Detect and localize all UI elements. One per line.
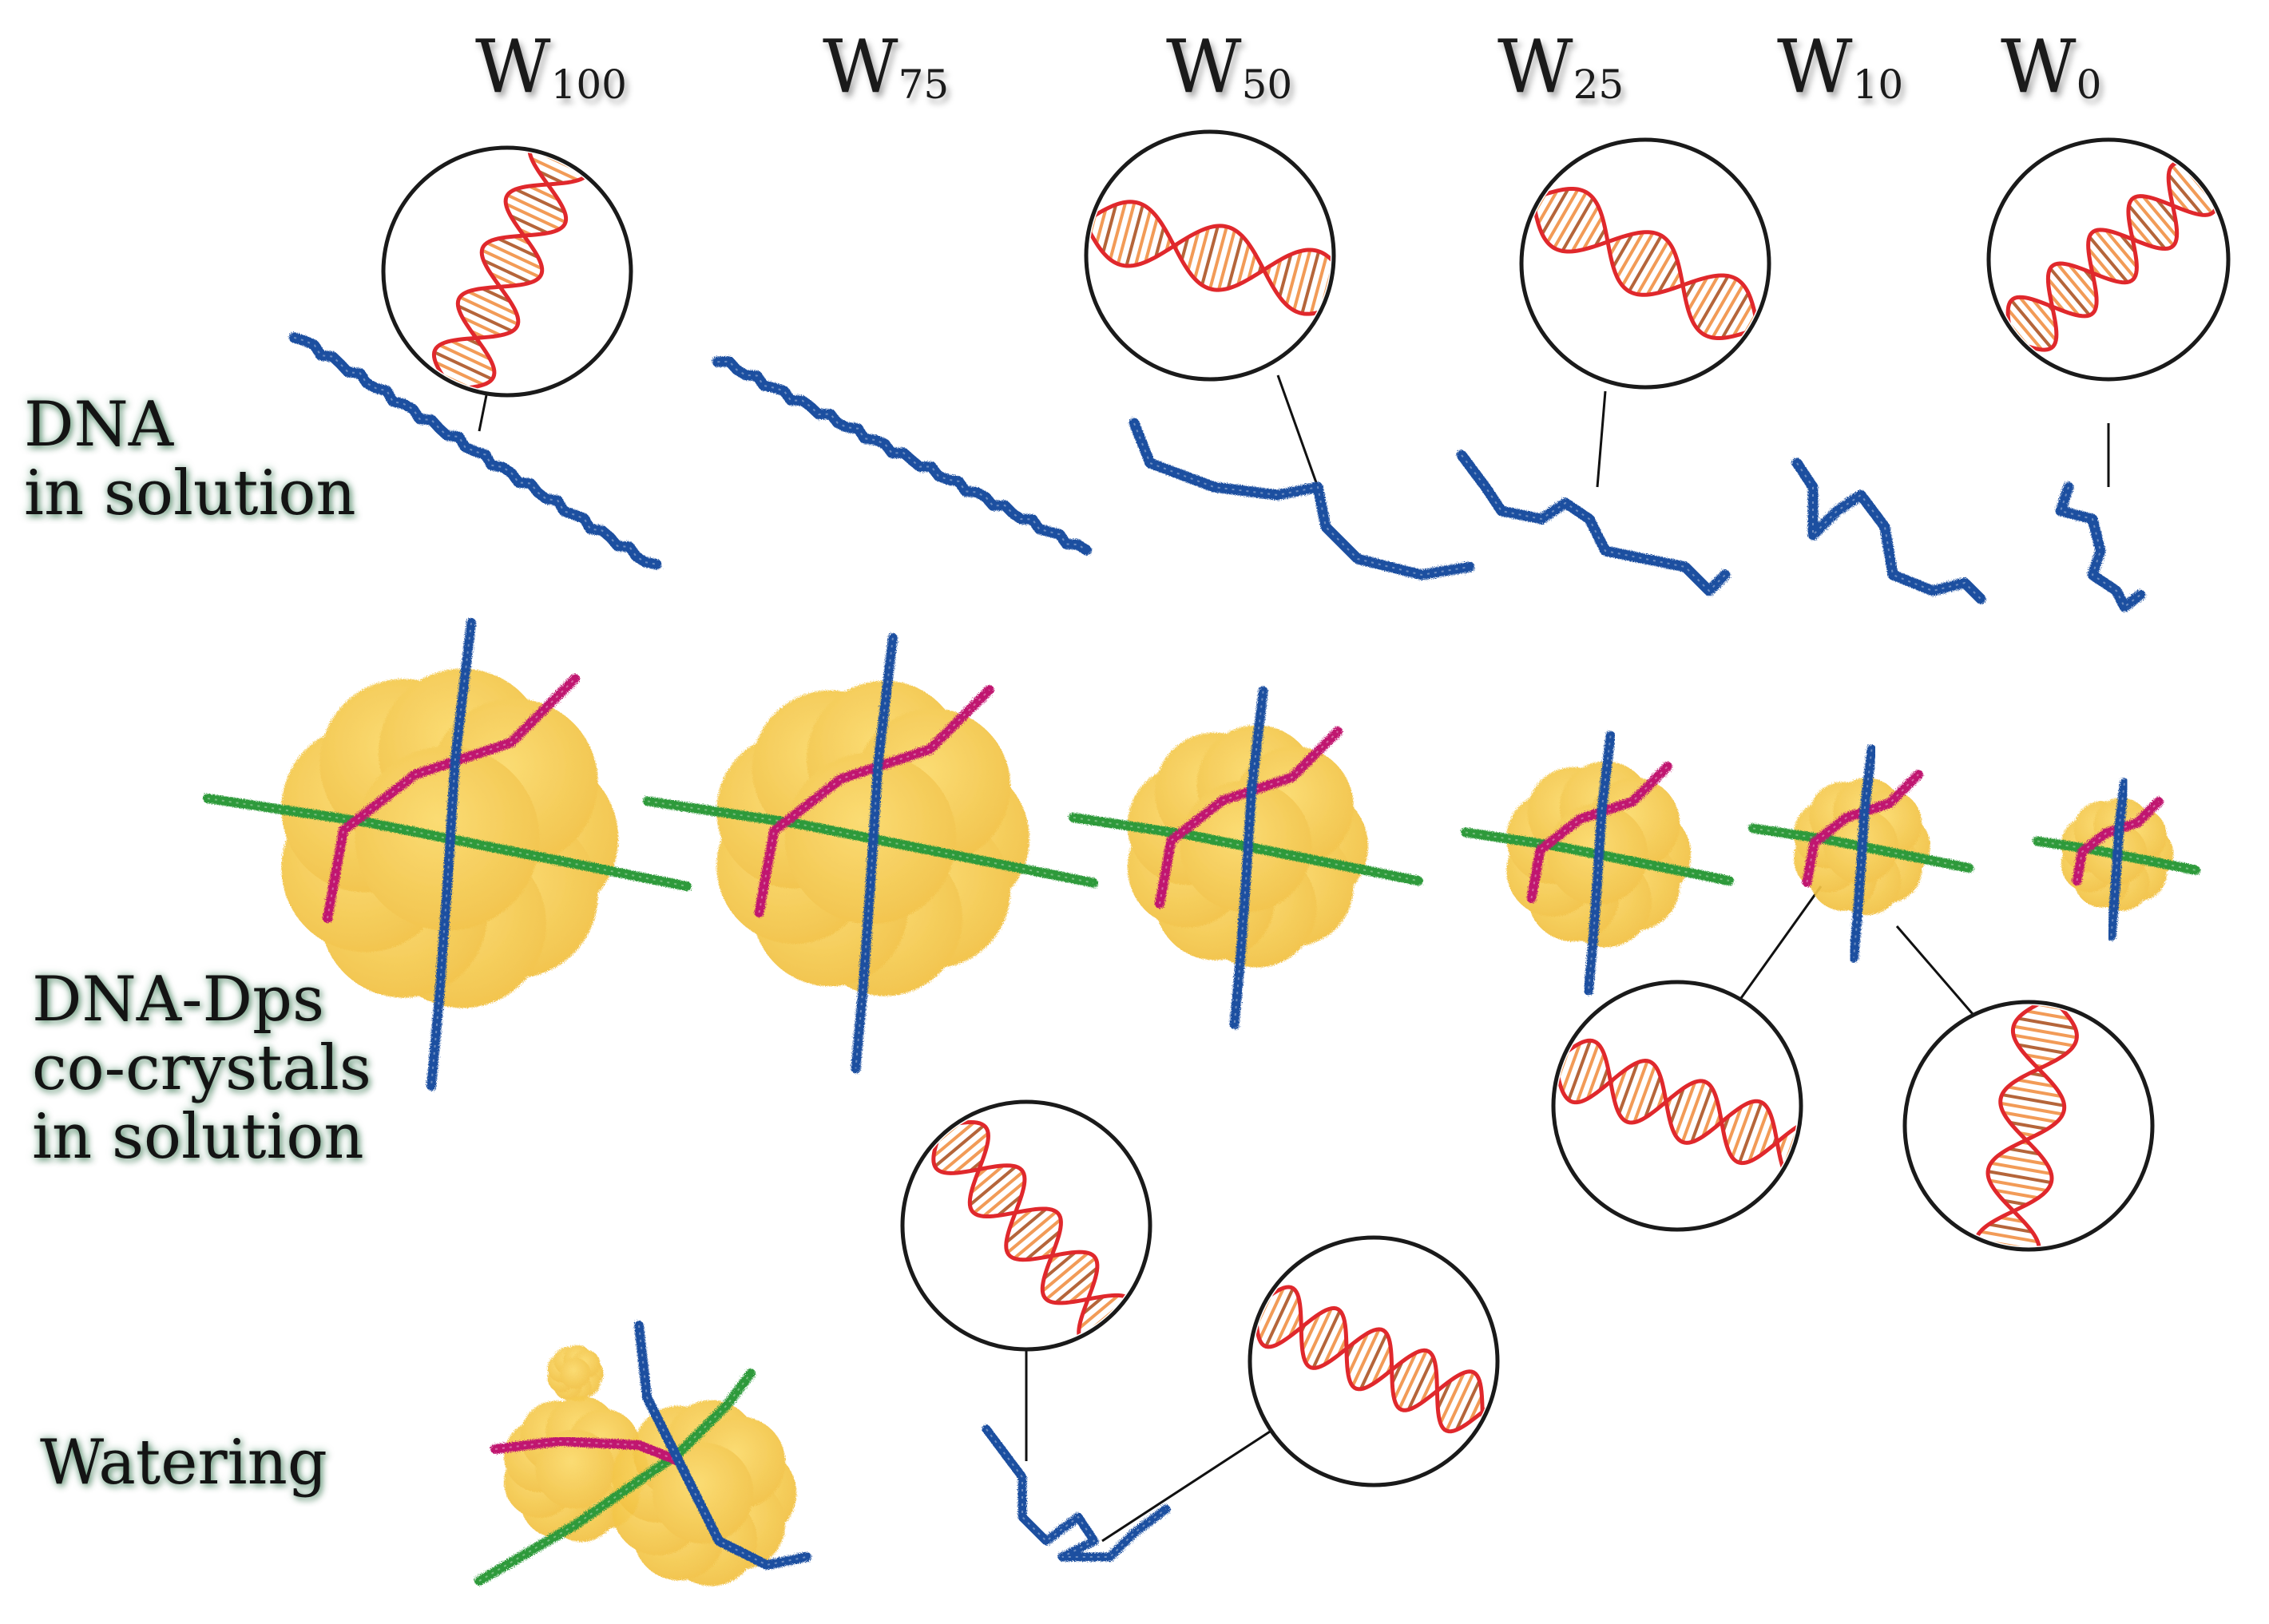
dps-fragment-1 <box>547 1345 604 1402</box>
dna-strand-w100 <box>288 332 662 570</box>
blue-strand-w50 <box>1229 686 1268 1030</box>
column-header-w0: W0 <box>2001 24 2102 109</box>
dps-protein-w50 <box>1127 725 1368 968</box>
blue-strand-w0 <box>2106 778 2129 941</box>
column-header-w100: W100 <box>475 24 627 109</box>
magenta-strand-w75 <box>754 685 994 917</box>
dps-complex-w10 <box>1748 744 1973 963</box>
dps-complex-w0 <box>2033 778 2200 941</box>
dna-strand-w0 <box>2055 481 2146 612</box>
helix-inset-watering-left <box>900 1099 1152 1352</box>
helix-inset-w0 <box>1986 137 2231 382</box>
helix-inset-w50 <box>1084 129 1336 382</box>
dps-fragment-3 <box>612 1400 797 1586</box>
row-label-dna-in-solution: DNA in solution <box>24 389 356 529</box>
dna-strand-w50 <box>1129 418 1475 580</box>
dna-strand-w75 <box>712 356 1092 556</box>
watering-blue-strand <box>634 1321 811 1570</box>
blue-strand-w10 <box>1849 744 1877 963</box>
row-label-watering: Watering <box>40 1427 327 1499</box>
blue-strand-w75 <box>851 632 898 1074</box>
helix-inset-watering-right <box>1248 1235 1500 1487</box>
magenta-strand-w10 <box>1802 770 1923 887</box>
magenta-strand-w100 <box>323 674 580 923</box>
dna-strand-w10 <box>1791 457 1986 604</box>
watering-magenta-strand <box>490 1436 684 1466</box>
leader-w50 <box>1276 374 1319 488</box>
dna-strand-w25 <box>1456 450 1731 596</box>
column-header-w75: W75 <box>823 24 950 109</box>
leader-w100 <box>478 390 489 432</box>
column-header-w50: W50 <box>1166 24 1293 109</box>
blue-strand-w25 <box>1584 731 1616 996</box>
magenta-strand-w0 <box>2072 797 2164 885</box>
dps-complex-w100 <box>203 618 692 1091</box>
dps-complex-w50 <box>1069 686 1423 1030</box>
helix-inset-w100 <box>381 145 633 398</box>
magenta-strand-w50 <box>1155 727 1343 909</box>
watering-dna-strand <box>982 1424 1171 1562</box>
leader-w10-right <box>1895 925 1974 1015</box>
row-label-dna-dps-co-crystals: DNA-Dps co-crystals in solution <box>32 964 371 1173</box>
column-header-w10: W10 <box>1777 24 1904 109</box>
blue-strand-w100 <box>426 618 476 1091</box>
watering-complex <box>474 1321 811 1586</box>
dps-complex-w25 <box>1461 731 1734 996</box>
leader-w25 <box>1596 390 1607 488</box>
helix-inset-w25 <box>1519 137 1771 390</box>
dps-complex-w75 <box>643 632 1098 1074</box>
leader-w10-left <box>1739 885 1823 999</box>
column-header-w25: W25 <box>1497 24 1624 109</box>
helix-inset-w10-left <box>1551 980 1803 1232</box>
dps-fragment-2 <box>504 1396 649 1543</box>
magenta-strand-w25 <box>1526 762 1672 903</box>
helix-inset-w10-right <box>1902 1000 2155 1252</box>
leader-watering-right <box>1101 1420 1287 1543</box>
